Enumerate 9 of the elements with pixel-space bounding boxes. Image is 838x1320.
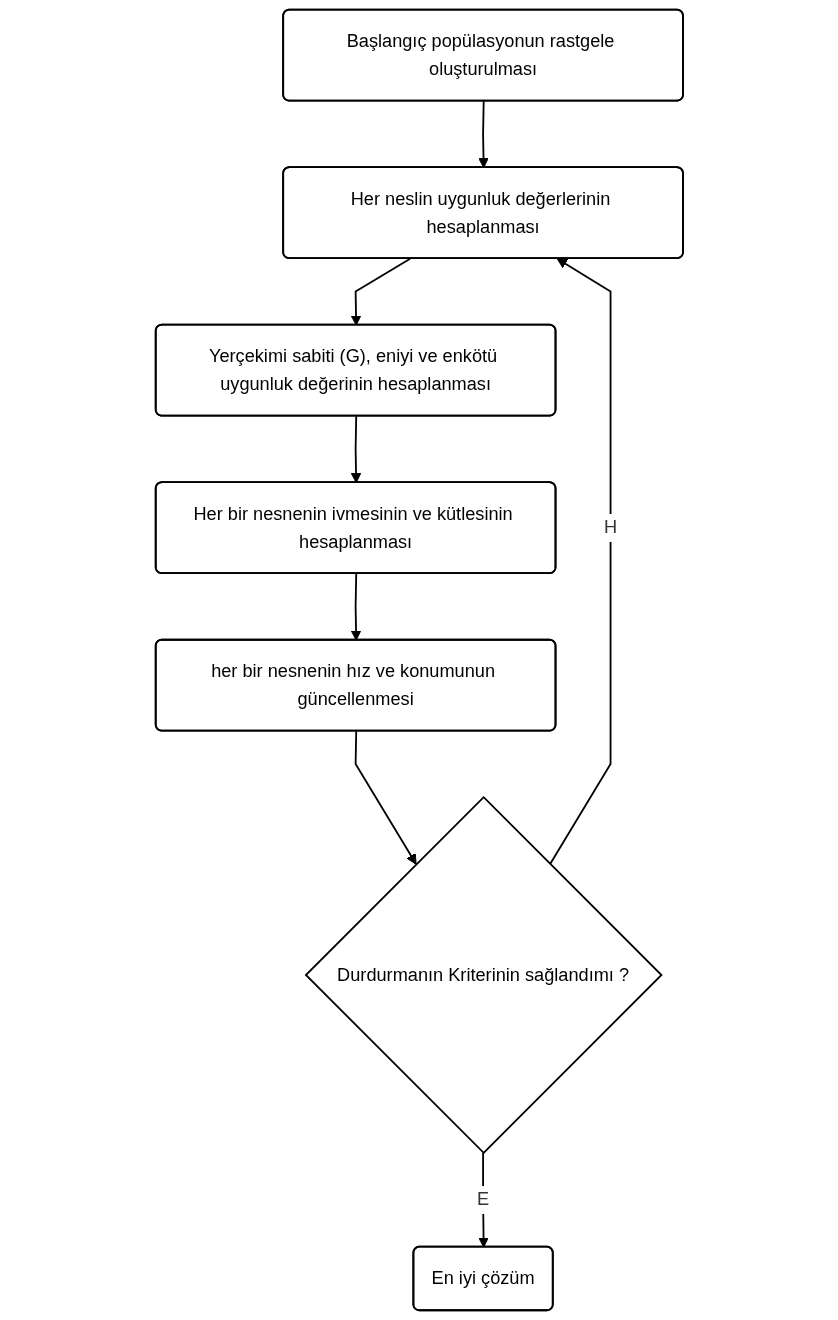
arrow xyxy=(350,415,362,484)
node-diamond: Durdurmanın Kriterinin sağlandımı ? xyxy=(304,795,663,1155)
arrow xyxy=(350,572,362,641)
edge-label: E xyxy=(476,1188,489,1210)
arrow xyxy=(350,257,411,326)
arrow xyxy=(548,258,612,866)
arrow xyxy=(354,730,417,865)
arrow xyxy=(477,100,489,169)
edge-label: H xyxy=(603,516,617,538)
